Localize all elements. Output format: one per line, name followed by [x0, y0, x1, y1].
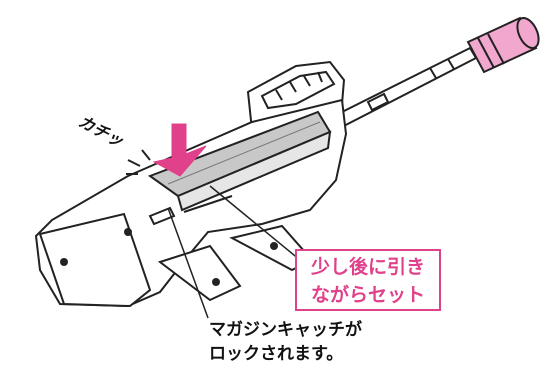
- arrow-insert-icon: [152, 123, 207, 177]
- caption-line-1: マガジンキャッチが: [209, 320, 362, 340]
- caption-line-2: ロックされます。: [209, 344, 344, 364]
- callout-line-2: ながらセット: [310, 284, 425, 306]
- instruction-callout: 少し後に引き ながらセット: [295, 249, 441, 311]
- muzzle-device: [466, 16, 540, 74]
- callout-line-1: 少し後に引き: [310, 256, 425, 278]
- leader-lines: [167, 185, 301, 319]
- barrel: [328, 46, 478, 132]
- magazine-catch-caption: マガジンキャッチが ロックされます。: [209, 318, 399, 366]
- click-lines-icon: [126, 149, 151, 175]
